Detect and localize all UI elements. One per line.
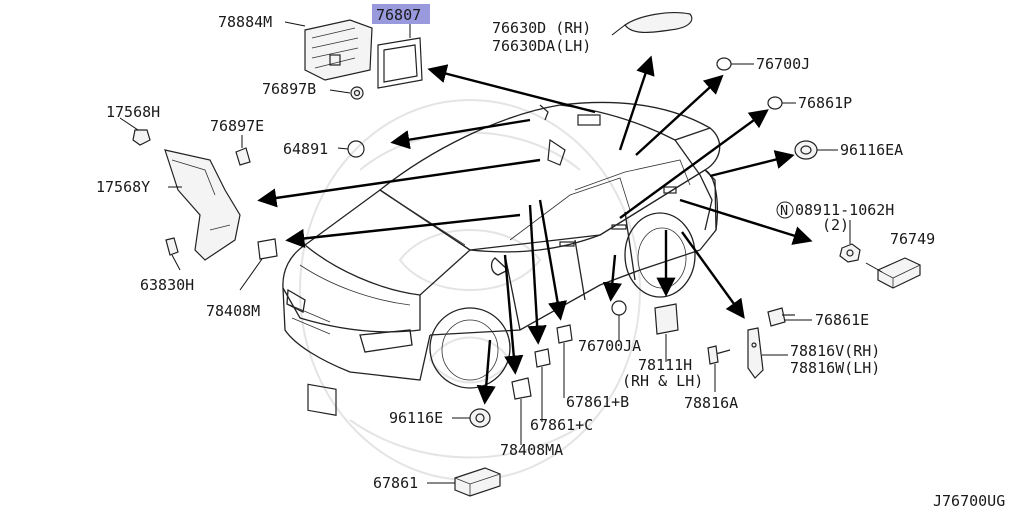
label-78111h-side: (RH & LH) [622, 372, 703, 390]
car-body-outline [282, 101, 721, 416]
part-76897e-clip[interactable] [235, 147, 251, 166]
part-63830h-clip[interactable] [165, 237, 179, 256]
label-76749: 76749 [890, 230, 935, 248]
locator-arrows [257, 55, 813, 405]
highlight-76807 [372, 4, 430, 24]
label-78816v: 78816V(RH) [790, 342, 880, 360]
label-76897b: 76897B [262, 80, 316, 98]
part-76700j-plug[interactable] [716, 57, 732, 71]
part-78408ma-pad[interactable] [511, 377, 532, 400]
part-78408m-pad[interactable] [257, 238, 278, 260]
part-67861b-pad[interactable] [556, 324, 573, 344]
diagram-id: J76700UG [933, 492, 1005, 510]
part-labels: 78884M 76807 76897B 76630D (RH) 76630DA(… [96, 4, 1005, 510]
part-17568y-bracket[interactable] [164, 149, 241, 261]
label-08911: 08911-1062H [795, 201, 894, 219]
part-76807-gasket[interactable] [377, 37, 423, 89]
label-76807: 76807 [376, 6, 421, 24]
label-64891: 64891 [283, 140, 328, 158]
circled-n-icon [776, 201, 794, 219]
label-17568h: 17568H [106, 103, 160, 121]
part-76861p-plug[interactable] [767, 96, 783, 110]
part-08911-nut[interactable] [839, 243, 861, 263]
part-67861-block[interactable] [454, 467, 501, 497]
label-96116e: 96116E [389, 409, 443, 427]
part-78816v-bracket[interactable] [747, 327, 764, 379]
part-78884m-module[interactable] [304, 19, 373, 81]
part-78816a-screw[interactable] [707, 345, 731, 365]
part-96116e-grommet[interactable] [469, 408, 491, 428]
part-76630d-strip[interactable] [624, 12, 693, 33]
part-76700ja-plug[interactable] [611, 300, 627, 316]
label-78111h: 78111H [638, 356, 692, 374]
part-67861c-pad[interactable] [534, 348, 551, 368]
part-76861e-clip[interactable] [767, 307, 795, 327]
label-76630da: 76630DA(LH) [492, 37, 591, 55]
label-78884m: 78884M [218, 13, 272, 31]
label-96116ea: 96116EA [840, 141, 903, 159]
part-76897b-clip[interactable] [350, 86, 364, 100]
label-17568y: 17568Y [96, 178, 150, 196]
label-78408m: 78408M [206, 302, 260, 320]
label-76700ja: 76700JA [578, 337, 641, 355]
label-78816w: 78816W(LH) [790, 359, 880, 377]
label-76897e: 76897E [210, 117, 264, 135]
part-96116ea-grommet[interactable] [794, 140, 818, 160]
part-17568h-clip[interactable] [132, 129, 151, 146]
label-63830h: 63830H [140, 276, 194, 294]
label-76861p: 76861P [798, 94, 852, 112]
label-78816a: 78816A [684, 394, 738, 412]
label-78408ma: 78408MA [500, 441, 563, 459]
label-67861b: 67861+B [566, 393, 629, 411]
label-08911-qty: (2) [822, 216, 849, 234]
label-76861e: 76861E [815, 311, 869, 329]
leader-lines [119, 21, 883, 484]
part-76749-bracket[interactable] [877, 257, 921, 289]
label-67861c: 67861+C [530, 416, 593, 434]
label-08911-n: N [780, 203, 788, 219]
label-76700j: 76700J [756, 55, 810, 73]
part-78111h-pad[interactable] [654, 303, 679, 335]
label-76630d: 76630D (RH) [492, 19, 591, 37]
label-67861: 67861 [373, 474, 418, 492]
